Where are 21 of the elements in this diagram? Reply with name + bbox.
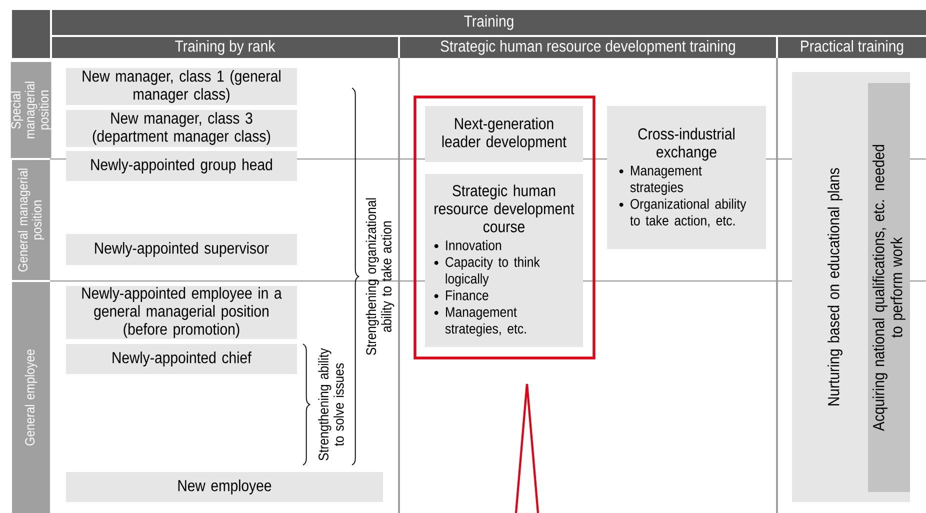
training-box: New employee	[66, 472, 383, 502]
column-header: Training by rank	[52, 37, 398, 58]
row-header: General employee	[12, 282, 50, 513]
training-box: New manager, class 3 (department manager class)	[66, 110, 297, 147]
column-header: Strategic human resource development training	[400, 37, 776, 58]
row-header: Special managerial position	[10, 62, 52, 158]
training-box: Newly-appointed employee in a general managerial position (before promotion)	[66, 286, 297, 339]
row-header: General managerial position	[12, 160, 50, 280]
training-box: Newly-appointed supervisor	[66, 234, 297, 265]
highlight-frame	[414, 96, 596, 360]
training-box: Next-generation leader development	[425, 106, 583, 162]
training-box: Strategic human resource development course Innovation Capacity to think logically Finance Management strategies, etc.	[425, 174, 583, 347]
training-bar: Acquiring national qualifications, etc. needed to perform work	[868, 83, 910, 492]
training-box: Cross-industrial exchange Management strategies Organizational ability to take action, etc.	[607, 106, 766, 249]
bracket-label: Strengthening ability to solve issues	[318, 348, 344, 460]
training-box: Newly-appointed chief	[66, 344, 297, 374]
column-header: Practical training	[778, 37, 926, 58]
training-box: Newly-appointed group head	[66, 151, 297, 181]
training-box: New manager, class 1 (general manager class)	[66, 68, 297, 105]
column-header: Training	[52, 10, 926, 35]
bracket-label: Strengthening organizational ability to take action	[366, 198, 394, 355]
